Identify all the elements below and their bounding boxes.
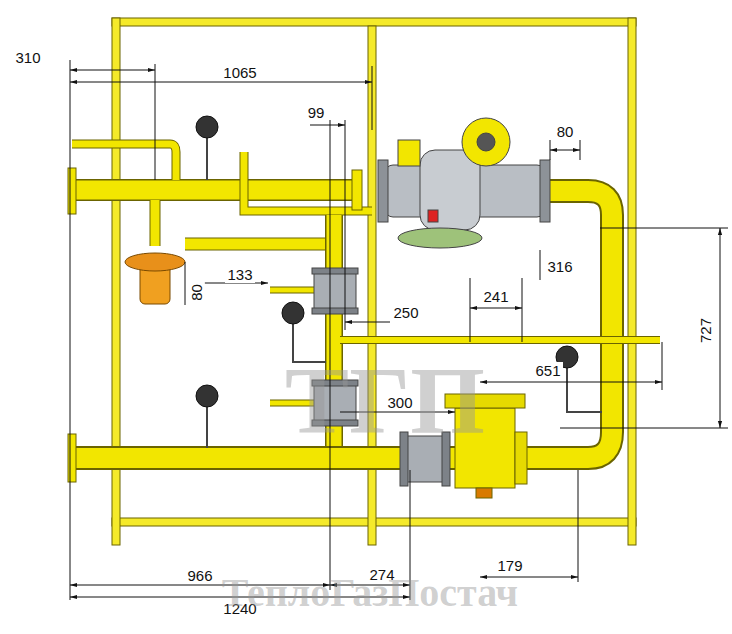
flanges-part xyxy=(352,170,362,210)
main-regulator-part xyxy=(477,133,495,151)
gauge-dials-part xyxy=(196,116,218,138)
dimension-label: 316 xyxy=(545,258,574,275)
flanges-part xyxy=(68,168,76,214)
gauge-dials-part xyxy=(196,385,218,407)
pipes-part xyxy=(340,336,660,344)
dimension-lines-part xyxy=(522,278,523,342)
watermark: ТеплоГазПостач xyxy=(222,569,518,616)
filter-part xyxy=(476,488,492,498)
pressure-gauges-part xyxy=(567,368,602,412)
dimension-lines-part xyxy=(550,150,580,151)
pipes-part xyxy=(72,179,362,201)
dimension-label: 241 xyxy=(481,288,510,305)
shutoff-valves-part xyxy=(312,268,358,274)
pipes-part xyxy=(72,181,362,200)
dimension-lines-part xyxy=(720,228,721,428)
main-regulator-part xyxy=(462,118,510,166)
dimension-lines-part xyxy=(470,278,471,342)
main-regulator-part xyxy=(428,210,438,222)
watermark: ТГП xyxy=(285,345,485,456)
pipes-part xyxy=(150,200,161,246)
dimension-label: 80 xyxy=(188,282,205,303)
dimension-label: 727 xyxy=(698,315,715,344)
dimension-label: 133 xyxy=(225,266,254,283)
dimension-label: 310 xyxy=(13,49,42,66)
flanges-part xyxy=(68,434,76,482)
main-regulator-part xyxy=(398,228,482,248)
dimension-lines-part xyxy=(345,322,390,323)
pipes-part xyxy=(525,191,612,458)
dimension-lines-part xyxy=(600,228,728,229)
dimension-lines-part xyxy=(310,125,345,126)
pipes-part xyxy=(72,144,176,180)
pilot-regulator-part xyxy=(125,253,185,271)
pipes-part xyxy=(185,238,334,251)
dimension-label: 99 xyxy=(306,104,327,121)
pipes-part xyxy=(340,337,660,343)
main-regulator-part xyxy=(420,150,480,230)
pipes-part xyxy=(525,191,612,458)
dimension-lines-part xyxy=(560,428,728,429)
pilot-regulator xyxy=(125,253,185,304)
pressure-gauges-part xyxy=(206,407,208,448)
pipes-part xyxy=(244,152,372,211)
dimension-lines-part xyxy=(70,82,372,83)
dimension-lines-part xyxy=(155,64,156,180)
frame-part xyxy=(628,18,636,545)
pipes-part xyxy=(270,287,318,294)
dimension-lines-part xyxy=(540,250,541,280)
dimension-lines-part xyxy=(70,60,71,600)
filter-part xyxy=(515,432,527,484)
dimension-label: 651 xyxy=(533,362,562,379)
dimension-lines-part xyxy=(470,308,522,309)
main-regulator xyxy=(378,118,550,248)
main-regulator-part xyxy=(398,140,420,166)
main-regulator-part xyxy=(378,160,388,222)
pressure-gauges-part xyxy=(206,138,208,180)
dimension-lines-part xyxy=(662,342,663,390)
dimension-label: 1065 xyxy=(221,64,258,81)
pipes-part xyxy=(185,239,334,250)
frame-part xyxy=(112,18,636,26)
pipes-part xyxy=(244,152,372,211)
dimension-label: 250 xyxy=(391,304,420,321)
pipes-part xyxy=(270,288,318,293)
dimension-lines-part xyxy=(372,66,373,130)
dimension-label: 80 xyxy=(555,123,576,140)
shutoff-valves-part xyxy=(312,308,358,314)
dimension-lines-part xyxy=(578,470,579,582)
dimension-lines-part xyxy=(345,120,346,330)
dimension-lines-part xyxy=(480,382,662,383)
pipes-part xyxy=(72,144,176,180)
dimension-lines-part xyxy=(70,70,155,71)
dimension-label: 966 xyxy=(185,567,214,584)
shutoff-valves-part xyxy=(314,270,356,312)
pipes-part xyxy=(151,200,160,246)
gauge-dials-part xyxy=(282,302,304,324)
dimension-lines-part xyxy=(185,262,186,305)
main-regulator-part xyxy=(540,160,550,222)
dimension-lines xyxy=(70,60,728,600)
pipes xyxy=(72,144,660,458)
